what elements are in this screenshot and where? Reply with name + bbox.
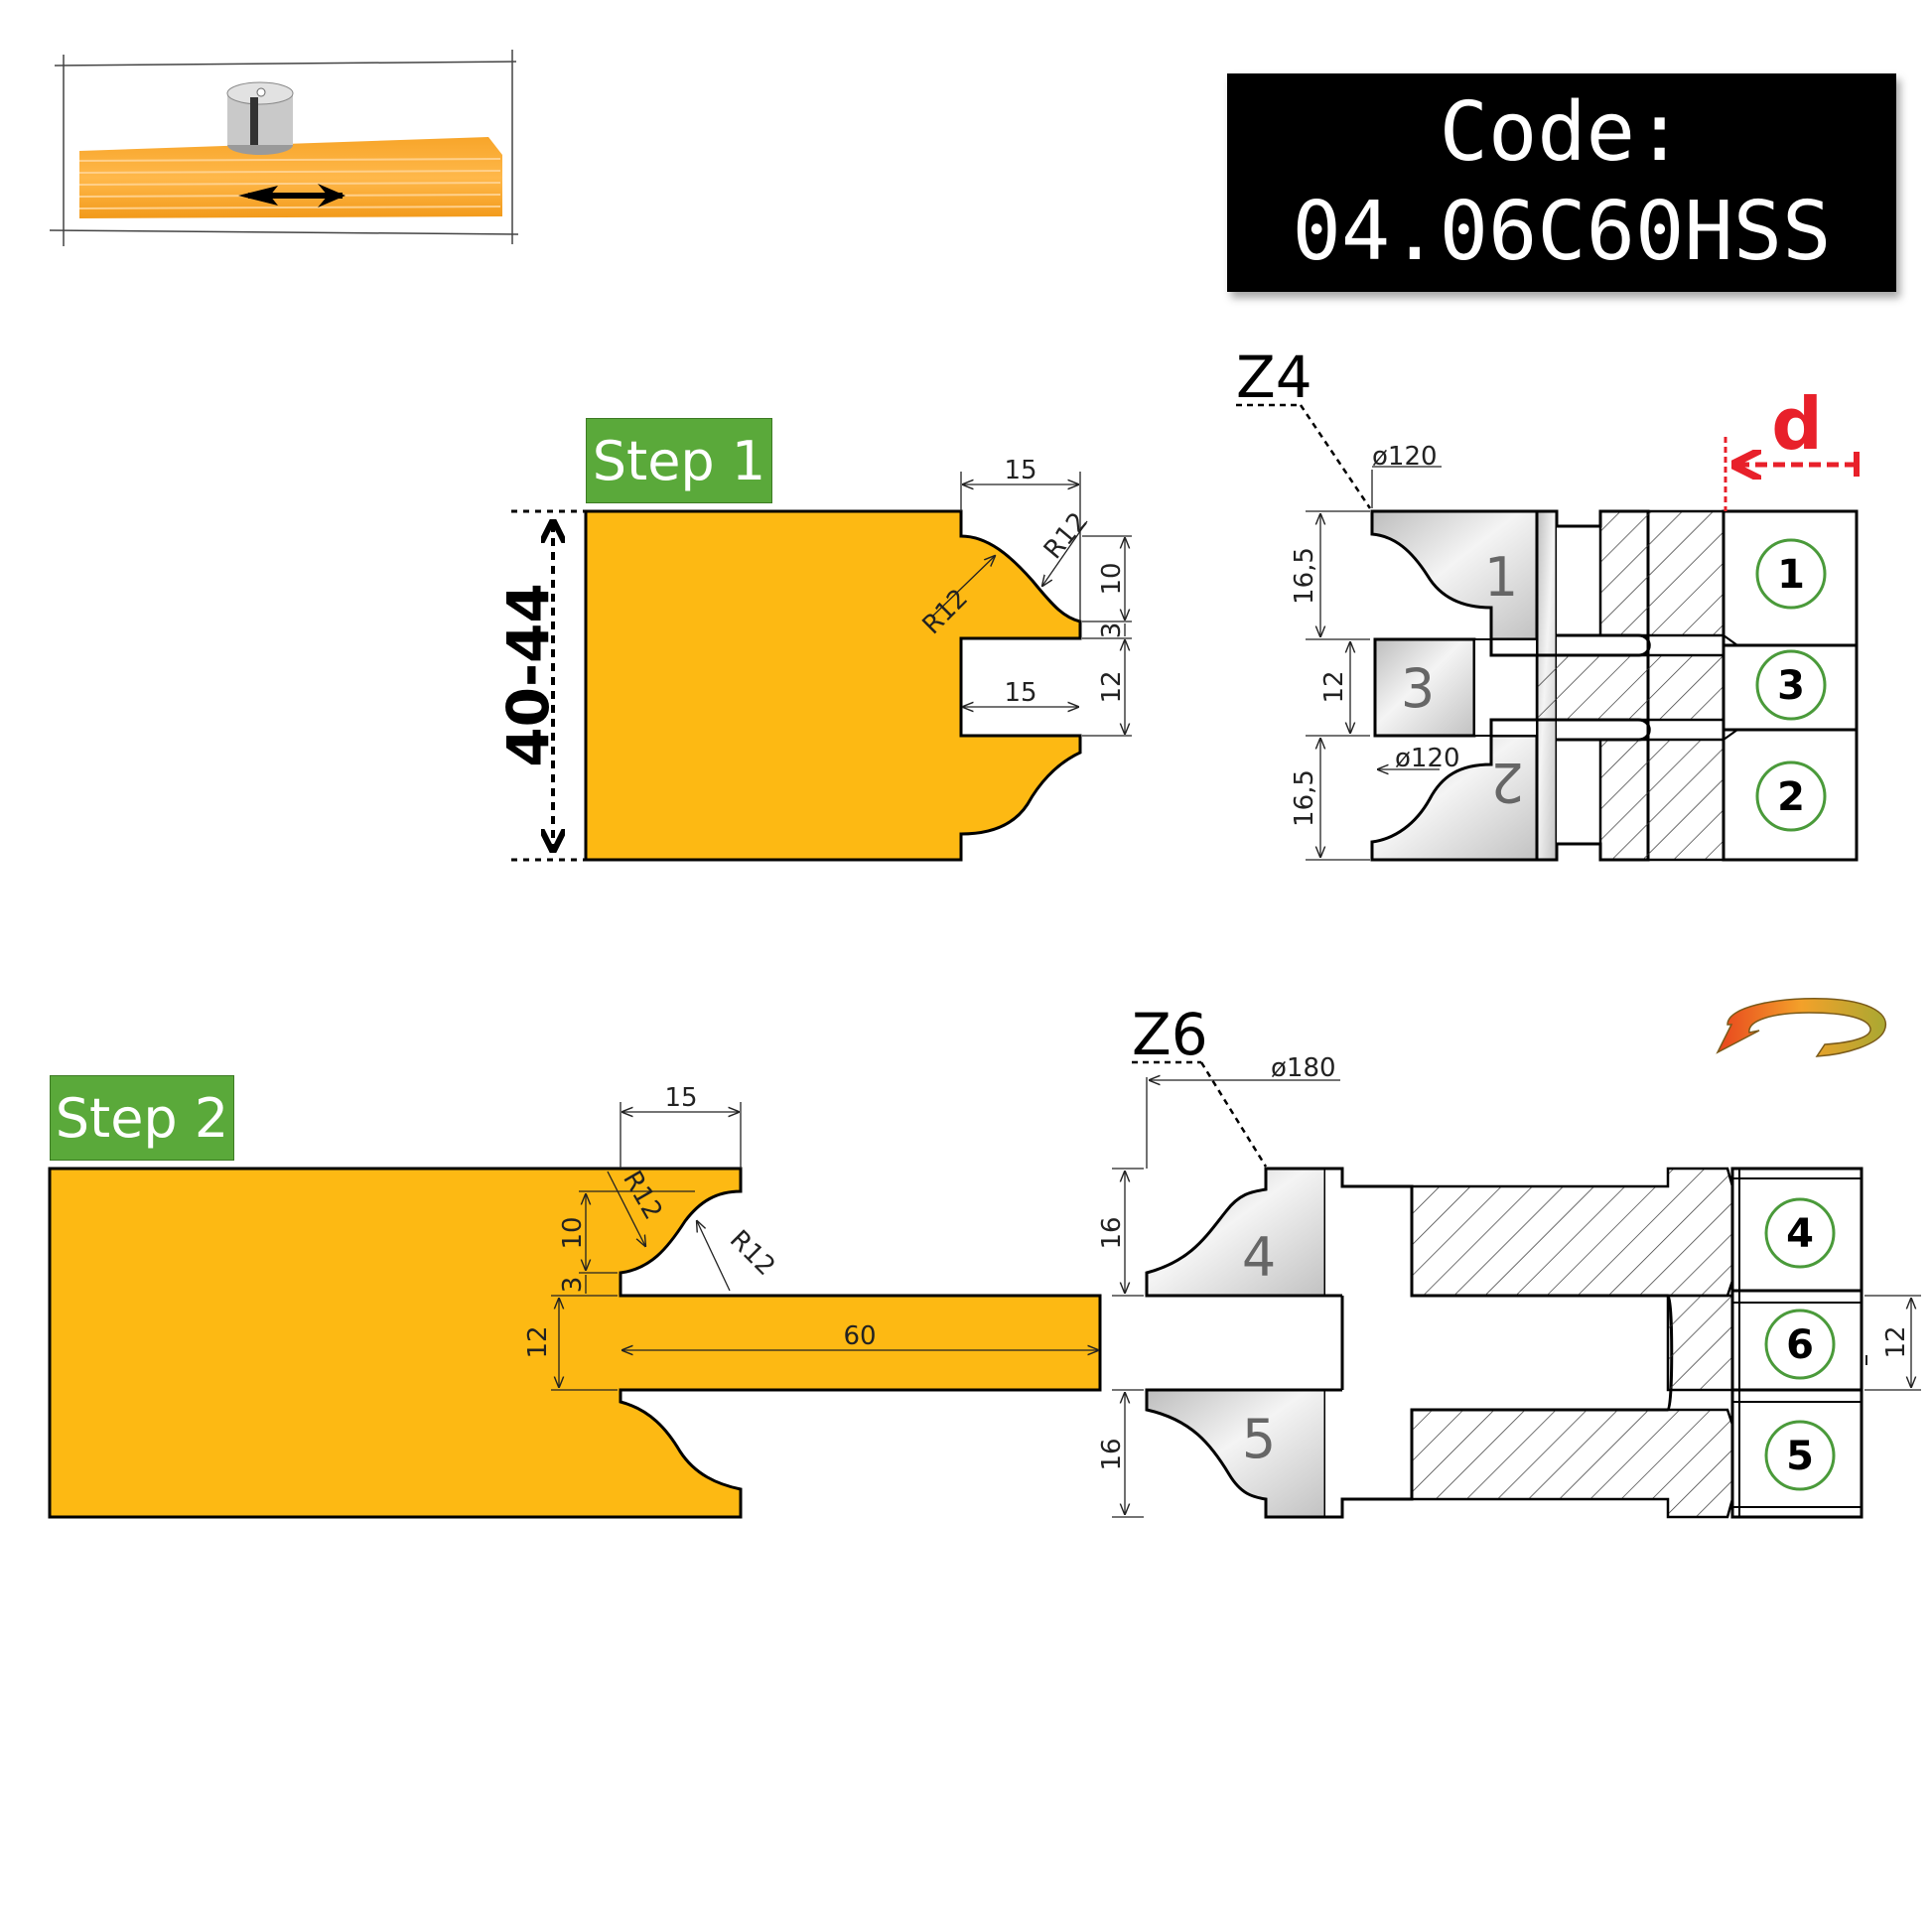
step1-badge: Step 1 xyxy=(586,418,772,503)
step1-dim-3: 3 xyxy=(1097,622,1127,639)
step2-dim-10: 10 xyxy=(558,1216,588,1249)
cutter-z4-diameter-mid: ø120 xyxy=(1395,744,1460,773)
cutter-z6-diameter: ø180 xyxy=(1271,1053,1336,1083)
cutter-z4-dim-12: 12 xyxy=(1319,670,1349,703)
cutter-z6-labels: Z6 ø180 16 16 12 4 5 xyxy=(1097,1001,1911,1471)
step1-dim-15-top: 15 xyxy=(1004,456,1036,485)
cutter-z6-badges: 4 6 5 xyxy=(1764,1197,1836,1491)
blade-4-number: 4 xyxy=(1242,1226,1276,1289)
spacer-d-label: d xyxy=(1771,382,1823,466)
cutter-z6-dim-12: 12 xyxy=(1881,1325,1911,1358)
step2-dim-60: 60 xyxy=(843,1321,876,1351)
step2-dim-r12-b: R12 xyxy=(724,1225,780,1282)
rotation-direction-icon xyxy=(1716,997,1887,1057)
step2-dim-15: 15 xyxy=(664,1083,697,1113)
cutter-z4-teeth-label: Z4 xyxy=(1236,344,1312,411)
blade-2-number: 2 xyxy=(1490,751,1524,813)
product-code-label: Code: xyxy=(1439,85,1685,180)
badge-4: 4 xyxy=(1786,1211,1814,1257)
badge-1: 1 xyxy=(1777,552,1805,598)
step1-dim-15-mid: 15 xyxy=(1004,678,1036,708)
step2-dim-3: 3 xyxy=(558,1277,588,1294)
cutter-z6-dim-16-bottom: 16 xyxy=(1097,1438,1127,1470)
feed-direction-arrow-icon xyxy=(238,184,345,207)
step1-dim-12: 12 xyxy=(1097,670,1127,703)
step2-wood-profile xyxy=(48,1102,1102,1519)
badge-2: 2 xyxy=(1777,774,1805,820)
cutter-z4 xyxy=(1236,403,1860,862)
router-bit-icon xyxy=(226,81,294,155)
step2-badge: Step 2 xyxy=(50,1075,234,1161)
step1-dim-r12-b: R12 xyxy=(1038,507,1094,565)
step1-dim-10: 10 xyxy=(1097,562,1127,595)
blade-1-number: 1 xyxy=(1484,546,1518,609)
cutter-z4-dim-16-5-bottom: 16,5 xyxy=(1290,769,1319,827)
cutter-z4-labels: Z4 ø120 ø120 16,5 12 16,5 d 1 3 2 xyxy=(1236,344,1823,827)
cutter-z4-dim-16-5-top: 16,5 xyxy=(1290,547,1319,605)
thumbnail-illustration xyxy=(49,50,519,246)
step1-wood-profile xyxy=(511,472,1132,862)
product-code-box: Code: 04.06C60HSS xyxy=(1227,73,1896,292)
cutter-z6-teeth-label: Z6 xyxy=(1132,1001,1208,1068)
cutter-z4-badges: 1 3 2 xyxy=(1755,538,1827,832)
blade-5-number: 5 xyxy=(1242,1408,1276,1470)
cutter-z6-dim-16-top: 16 xyxy=(1097,1216,1127,1249)
product-code-value: 04.06C60HSS xyxy=(1292,185,1832,279)
step2-dim-12: 12 xyxy=(523,1325,553,1358)
badge-5: 5 xyxy=(1786,1434,1814,1479)
badge-6: 6 xyxy=(1786,1322,1814,1368)
badge-3: 3 xyxy=(1777,663,1805,709)
blade-3-number: 3 xyxy=(1401,657,1435,720)
cutter-z4-diameter-top: ø120 xyxy=(1372,442,1438,472)
step1-height-label: 40-44 xyxy=(494,583,562,767)
